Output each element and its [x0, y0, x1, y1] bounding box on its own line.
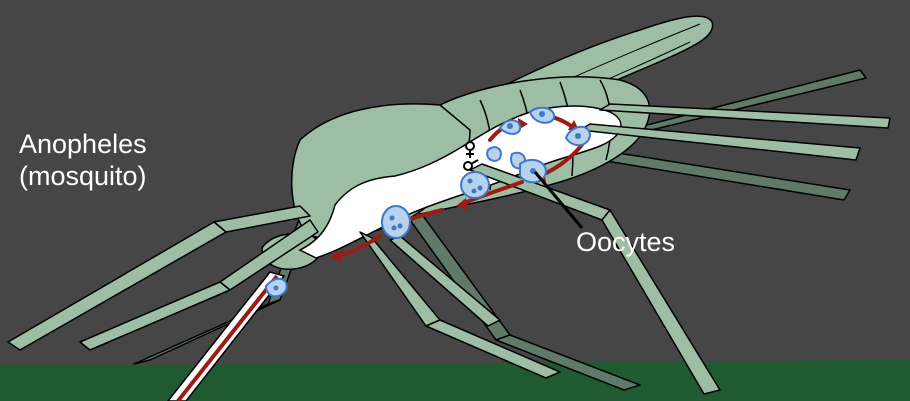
nucleus — [539, 111, 545, 117]
far-leg-hind — [600, 152, 850, 200]
oocyst-rupturing — [382, 206, 410, 238]
nucleus — [507, 123, 513, 129]
zygote — [487, 147, 501, 161]
oocytes-label: Oocytes — [576, 226, 675, 258]
nucleus — [274, 286, 279, 291]
organism-label: Anopheles (mosquito) — [19, 128, 147, 193]
nucleus — [390, 216, 395, 221]
nucleus — [472, 189, 477, 194]
ground — [0, 360, 910, 401]
nucleus — [575, 133, 581, 139]
oocyst-mature — [461, 172, 489, 198]
nucleus — [468, 179, 473, 184]
nucleus — [478, 186, 483, 191]
organism-name: Anopheles — [19, 128, 147, 160]
nucleus — [398, 224, 403, 229]
organism-common-name: (mosquito) — [19, 160, 147, 192]
nucleus — [392, 226, 397, 231]
